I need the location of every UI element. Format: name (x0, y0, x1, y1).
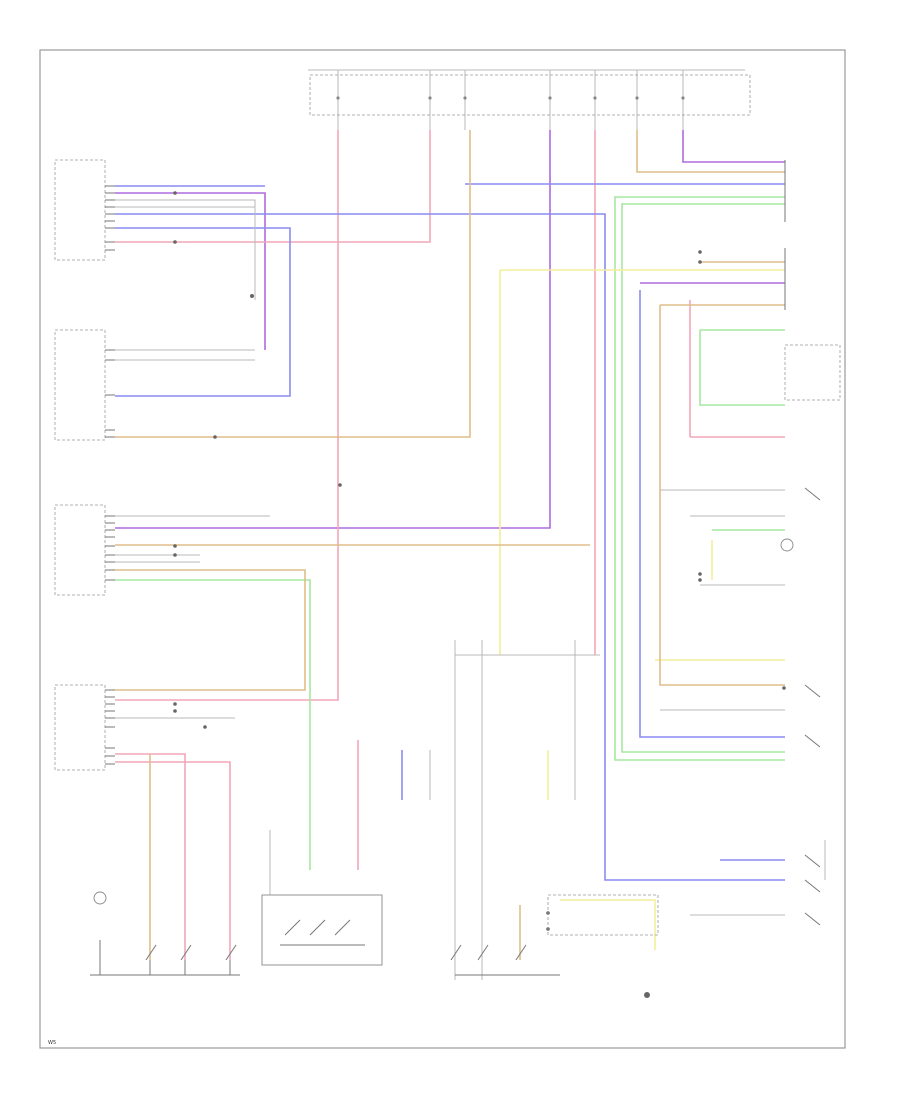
wire-purple (115, 130, 785, 529)
diagram-code: W5 (48, 1040, 56, 1046)
component-box-3 (54, 504, 106, 596)
diagram-frame (39, 49, 846, 1049)
ground-icon (250, 294, 650, 998)
fuse-block-top (308, 69, 751, 130)
component-box-1 (54, 159, 106, 261)
switch-module-center (261, 894, 383, 966)
right-components (780, 344, 841, 926)
component-box-4 (54, 684, 106, 771)
switch-group-left (90, 891, 240, 976)
splice-points (173, 191, 786, 931)
wire-gray (115, 199, 785, 980)
wire-green (115, 196, 785, 870)
component-box-2 (54, 329, 106, 441)
switch-group-center (450, 894, 659, 976)
wire-pink (115, 130, 785, 960)
wire-blue (115, 183, 785, 881)
wire-tan (115, 130, 785, 960)
wire-yellow (499, 269, 785, 950)
